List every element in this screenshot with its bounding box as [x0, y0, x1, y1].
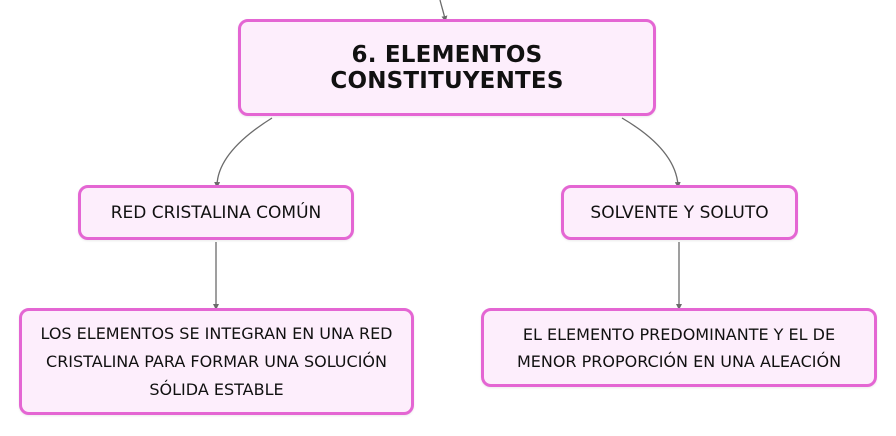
branch-node-red-cristalina[interactable]: RED CRISTALINA COMÚN [78, 185, 354, 240]
leaf-right-label: EL ELEMENTO PREDOMINANTE Y EL DE MENOR P… [516, 324, 842, 371]
main-topic-node[interactable]: 6. ELEMENTOS CONSTITUYENTES [238, 19, 656, 116]
connector-main-to-right-branch [621, 117, 681, 188]
leaf-node-solvente-soluto[interactable]: EL ELEMENTO PREDOMINANTE Y EL DE MENOR P… [481, 308, 877, 387]
branch-left-label: RED CRISTALINA COMÚN [110, 202, 322, 223]
branch-node-solvente-soluto[interactable]: SOLVENTE Y SOLUTO [561, 185, 798, 240]
branch-right-label: SOLVENTE Y SOLUTO [590, 202, 769, 223]
main-topic-label: 6. ELEMENTOS CONSTITUYENTES [330, 41, 564, 94]
leaf-left-label: LOS ELEMENTOS SE INTEGRAN EN UNA RED CRI… [40, 323, 393, 399]
connector-from-parent [439, 0, 448, 22]
leaf-node-red-cristalina[interactable]: LOS ELEMENTOS SE INTEGRAN EN UNA RED CRI… [19, 308, 414, 415]
connector-main-to-left-branch [214, 117, 273, 188]
